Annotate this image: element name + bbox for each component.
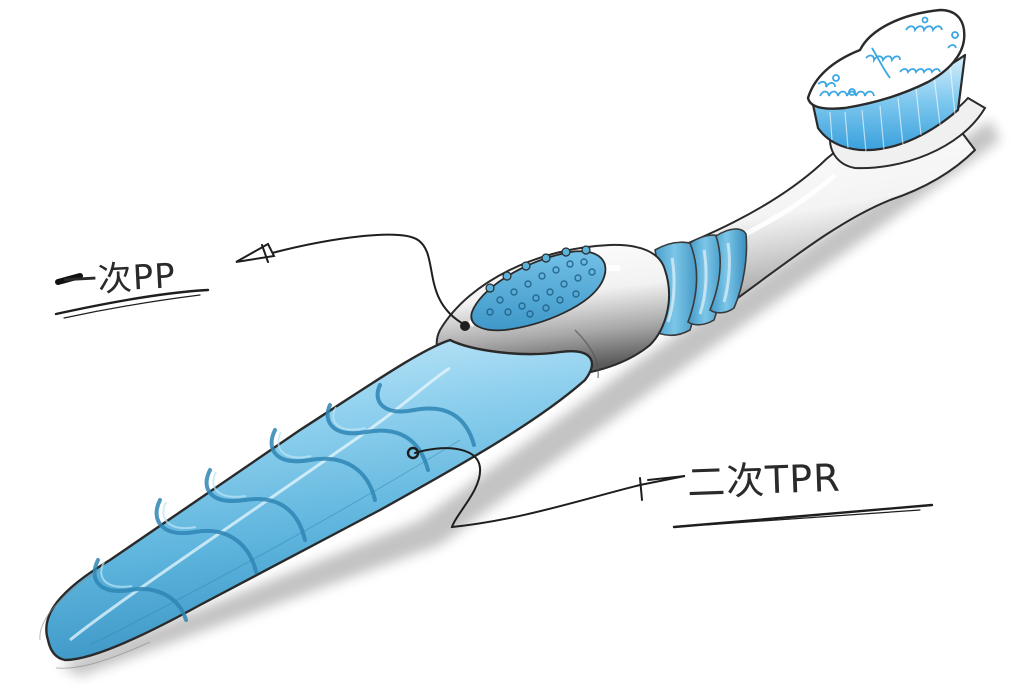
pp-dash-mark [55,273,83,285]
callout-pp-leader [235,233,470,331]
thumb-pad [470,245,607,332]
handle-blue-grip [39,338,594,669]
callout-tpr-label: 二次TPR [686,455,842,506]
callout-pp-label: 一次PP [61,256,177,303]
callout-tpr-leader [406,446,686,529]
bristle-head [806,8,987,170]
label-underlines [54,288,934,529]
